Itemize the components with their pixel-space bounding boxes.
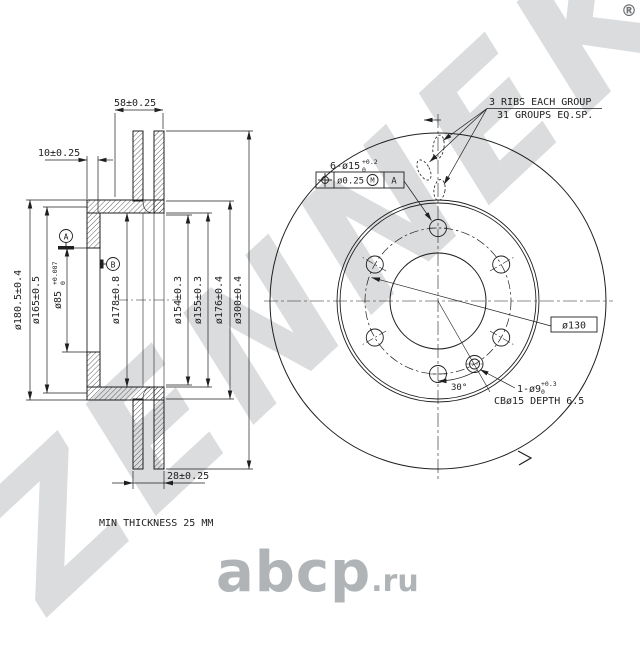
centerlines [264,114,613,481]
front-view [264,108,613,481]
position-tolerance-icon [318,173,332,187]
dimension-lines [26,107,253,489]
gdt-tolerance: ø0.25 [337,177,364,187]
datum-b-label: B [111,261,116,270]
gdt-frame [315,171,405,189]
holes-callout-sub: 0 [362,166,366,174]
bolt-circle-box [550,316,598,333]
dim-d300: ø300±0.4 [233,276,244,324]
abcp-logo: abcp.ru [216,540,419,605]
dim-d154: ø154±0.3 [173,276,184,324]
dim-d85-sub: 0 [59,281,67,285]
dim-d155: ø155±0.3 [193,276,204,324]
dim-d85: ø85 +0.087 0 [51,261,67,309]
leader-lines [371,108,602,389]
holes-callout-sup: +0.2 [362,158,378,166]
gdt-modifier: M [370,177,374,185]
pin-hole-main: 1-ø9 [517,384,541,395]
dim-plates-thickness: 28±0.25 [167,471,209,482]
bolt-circle-label: ø130 [562,321,586,332]
abcp-logo-tld: .ru [371,564,419,599]
section-view [26,107,253,489]
datum-b-symbol [100,257,120,271]
dim-d180: ø180.5±0.4 [13,270,24,330]
gdt-datum: A [391,177,397,187]
holes-callout-main: 6-ø15 [330,161,360,172]
pin-hole-sub: 0 [541,388,545,396]
dim-overall-width: 58±0.25 [114,98,156,109]
angle-arc [437,369,478,384]
note-min-thickness: MIN THICKNESS 25 MM [99,518,213,529]
bolt-hole-centermarks [362,227,514,375]
dim-d165: ø165±0.5 [31,276,42,324]
pin-hole-sup: +0.3 [541,380,557,388]
dim-d176: ø176±0.4 [214,276,225,324]
dim-d85-main: ø85 [53,291,64,309]
datum-a-label: A [64,233,69,242]
counterbore-label: CBø15 DEPTH 6.5 [494,396,584,407]
datum-a-symbol [58,229,74,250]
counterbore-hole [465,355,484,373]
dim-flange-thickness: 10±0.25 [38,148,80,159]
dim-d178: ø178±0.8 [111,276,122,324]
dim-d85-sup: +0.087 [51,261,59,285]
angle-label: 30° [451,383,467,393]
front-view-labels: 3 RIBS EACH GROUP 31 GROUPS EQ.SP. 6-ø15… [330,97,593,407]
registered-trademark-icon: ® [621,1,637,20]
material-modifier-circle [366,174,379,186]
counterbore-radial-line [437,300,491,393]
vent-ribs-dashed [416,134,446,201]
ribs-note-line2: 31 GROUPS EQ.SP. [497,110,593,121]
abcp-logo-text: abcp [216,540,372,605]
rotation-direction-icon [517,450,533,466]
ribs-note-line1: 3 RIBS EACH GROUP [489,97,591,108]
section-view-labels: 58±0.25 10±0.25 28±0.25 MIN THICKNESS 25… [13,98,244,529]
